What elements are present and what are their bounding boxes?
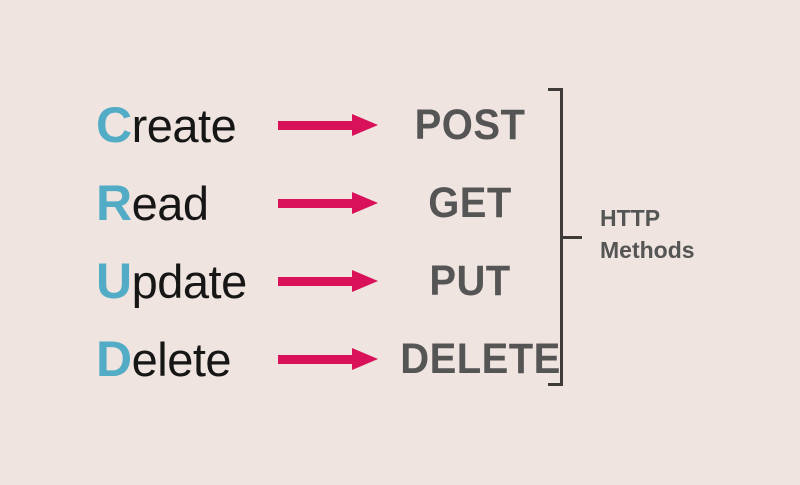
mapping-row: Delete DELETE — [0, 320, 800, 398]
crud-initial-letter: R — [96, 175, 132, 231]
crud-initial-letter: U — [96, 253, 132, 309]
http-method-label: POST — [414, 101, 526, 149]
crud-initial-letter: D — [96, 331, 132, 387]
crud-rest-letters: pdate — [131, 255, 248, 308]
arrow-head — [352, 114, 378, 136]
mapping-row: Update PUT — [0, 242, 800, 320]
mapping-row: Create POST — [0, 86, 800, 164]
arrow-shaft — [278, 355, 356, 364]
crud-operation-label: Update — [96, 242, 247, 320]
right-arrow-icon — [278, 270, 378, 292]
crud-initial-letter: C — [96, 97, 132, 153]
right-arrow-icon — [278, 192, 378, 214]
brace-group-label: HTTP Methods — [600, 202, 780, 266]
http-method-label: DELETE — [400, 335, 561, 383]
curly-brace-right-icon — [548, 88, 584, 386]
crud-rest-letters: ead — [131, 177, 209, 230]
arrow-shaft — [278, 277, 356, 286]
crud-rest-letters: elete — [131, 333, 232, 386]
crud-operation-label: Create — [96, 86, 237, 164]
brace-tick-middle — [560, 236, 582, 239]
brace-tick-bottom — [548, 383, 563, 386]
right-arrow-icon — [278, 348, 378, 370]
arrow-head — [352, 270, 378, 292]
crud-rest-letters: reate — [131, 99, 237, 152]
right-arrow-icon — [278, 114, 378, 136]
crud-operation-label: Delete — [96, 320, 232, 398]
http-method-label: GET — [428, 179, 512, 227]
http-method-label: PUT — [429, 257, 511, 305]
brace-tick-top — [548, 88, 563, 91]
mapping-row: Read GET — [0, 164, 800, 242]
arrow-shaft — [278, 121, 356, 130]
crud-operation-label: Read — [96, 164, 209, 242]
arrow-shaft — [278, 199, 356, 208]
arrow-head — [352, 348, 378, 370]
arrow-head — [352, 192, 378, 214]
brace-label-line-2: Methods — [600, 237, 695, 263]
brace-label-line-1: HTTP — [600, 205, 661, 231]
